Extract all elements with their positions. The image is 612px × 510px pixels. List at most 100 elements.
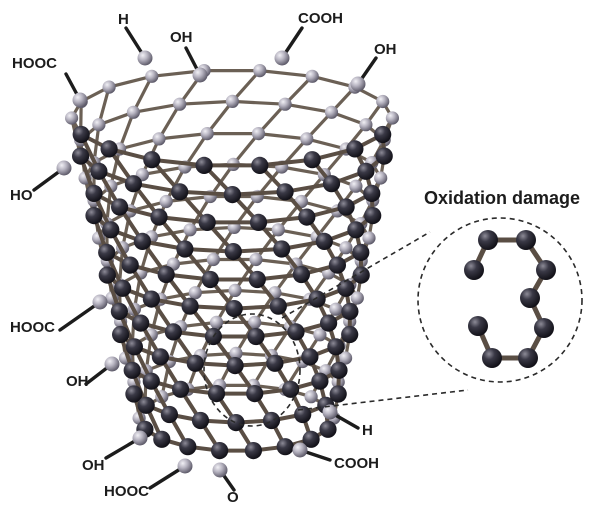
back-carbon-atom — [173, 98, 186, 111]
group-anchor-atom — [133, 431, 148, 446]
back-carbon-atom — [279, 98, 292, 111]
front-carbon-atom — [249, 271, 266, 288]
front-carbon-atom — [251, 157, 268, 174]
front-carbon-atom — [246, 385, 263, 402]
back-carbon-atom — [226, 95, 239, 108]
front-carbon-atom — [90, 163, 107, 180]
back-bond — [232, 101, 285, 104]
front-carbon-atom — [202, 271, 219, 288]
front-carbon-atom — [143, 291, 160, 308]
front-carbon-atom — [161, 406, 178, 423]
back-bond — [159, 134, 207, 139]
front-carbon-atom — [138, 397, 155, 414]
front-carbon-atom — [72, 148, 89, 165]
front-carbon-atom — [101, 140, 118, 157]
label-cooh-top: COOH — [298, 11, 343, 26]
back-carbon-atom — [359, 118, 372, 131]
label-cooh-bottom: COOH — [334, 456, 379, 471]
back-carbon-atom — [229, 284, 242, 297]
front-carbon-atom — [176, 240, 193, 257]
front-carbon-atom — [273, 240, 290, 257]
inset-carbon-atom — [520, 288, 540, 308]
back-carbon-atom — [349, 180, 362, 193]
group-anchor-atom — [351, 77, 366, 92]
front-carbon-atom — [245, 442, 262, 459]
front-carbon-atom — [111, 198, 128, 215]
back-carbon-atom — [272, 223, 285, 236]
front-carbon-atom — [323, 175, 340, 192]
front-carbon-atom — [277, 438, 294, 455]
front-carbon-atom — [111, 303, 128, 320]
back-carbon-atom — [253, 64, 266, 77]
front-carbon-atom — [208, 385, 225, 402]
inset-carbon-atom — [478, 230, 498, 250]
front-carbon-atom — [363, 185, 380, 202]
front-carbon-atom — [266, 355, 283, 372]
label-oh-bottom-left: OH — [82, 458, 105, 473]
front-carbon-atom — [227, 414, 244, 431]
front-carbon-atom — [247, 328, 264, 345]
back-carbon-atom — [252, 127, 265, 140]
front-carbon-atom — [277, 183, 294, 200]
front-carbon-atom — [112, 326, 129, 343]
group-anchor-atom — [93, 295, 108, 310]
back-carbon-atom — [145, 70, 158, 83]
front-carbon-atom — [158, 266, 175, 283]
back-carbon-atom — [386, 111, 399, 124]
group-anchor-atom — [213, 463, 228, 478]
front-carbon-atom — [330, 362, 347, 379]
front-carbon-atom — [85, 185, 102, 202]
label-h-right: H — [362, 423, 373, 438]
front-carbon-atom — [347, 221, 364, 238]
front-carbon-atom — [226, 300, 243, 317]
back-carbon-atom — [189, 286, 202, 299]
back-carbon-atom — [201, 127, 214, 140]
label-hooc-top-left: HOOC — [12, 56, 57, 71]
front-carbon-atom — [376, 148, 393, 165]
front-carbon-atom — [304, 151, 321, 168]
back-bond — [285, 104, 331, 112]
back-carbon-atom — [127, 106, 140, 119]
inset-carbon-atom — [536, 260, 556, 280]
back-carbon-atom — [160, 195, 173, 208]
front-carbon-atom — [364, 207, 381, 224]
group-anchor-atom — [73, 93, 88, 108]
front-carbon-atom — [196, 157, 213, 174]
front-carbon-atom — [152, 348, 169, 365]
group-anchor-atom — [293, 443, 308, 458]
back-carbon-atom — [65, 111, 78, 124]
front-carbon-atom — [346, 140, 363, 157]
label-oh-top: OH — [170, 30, 193, 45]
front-carbon-atom — [153, 431, 170, 448]
front-carbon-atom — [337, 280, 354, 297]
group-anchor-atom — [323, 405, 338, 420]
front-carbon-atom — [73, 126, 90, 143]
front-carbon-atom — [341, 303, 358, 320]
back-carbon-atom — [305, 390, 318, 403]
back-bond — [260, 71, 312, 77]
front-carbon-atom — [187, 355, 204, 372]
back-carbon-atom — [339, 241, 352, 254]
inset-carbon-atom — [468, 316, 488, 336]
front-carbon-atom — [224, 186, 241, 203]
front-carbon-atom — [143, 373, 160, 390]
inset-carbon-atom — [464, 260, 484, 280]
group-anchor-atom — [138, 51, 153, 66]
front-carbon-atom — [102, 221, 119, 238]
front-carbon-atom — [132, 315, 149, 332]
front-carbon-atom — [114, 280, 131, 297]
front-carbon-atom — [122, 257, 139, 274]
group-anchor-atom — [193, 68, 208, 83]
front-carbon-atom — [134, 233, 151, 250]
front-carbon-atom — [143, 151, 160, 168]
front-carbon-atom — [301, 348, 318, 365]
back-carbon-atom — [362, 231, 375, 244]
back-bond — [133, 104, 179, 112]
back-carbon-atom — [325, 106, 338, 119]
label-h-top: H — [118, 12, 129, 27]
front-carbon-atom — [227, 357, 244, 374]
front-carbon-atom — [327, 338, 344, 355]
front-carbon-atom — [352, 244, 369, 261]
front-carbon-atom — [357, 163, 374, 180]
